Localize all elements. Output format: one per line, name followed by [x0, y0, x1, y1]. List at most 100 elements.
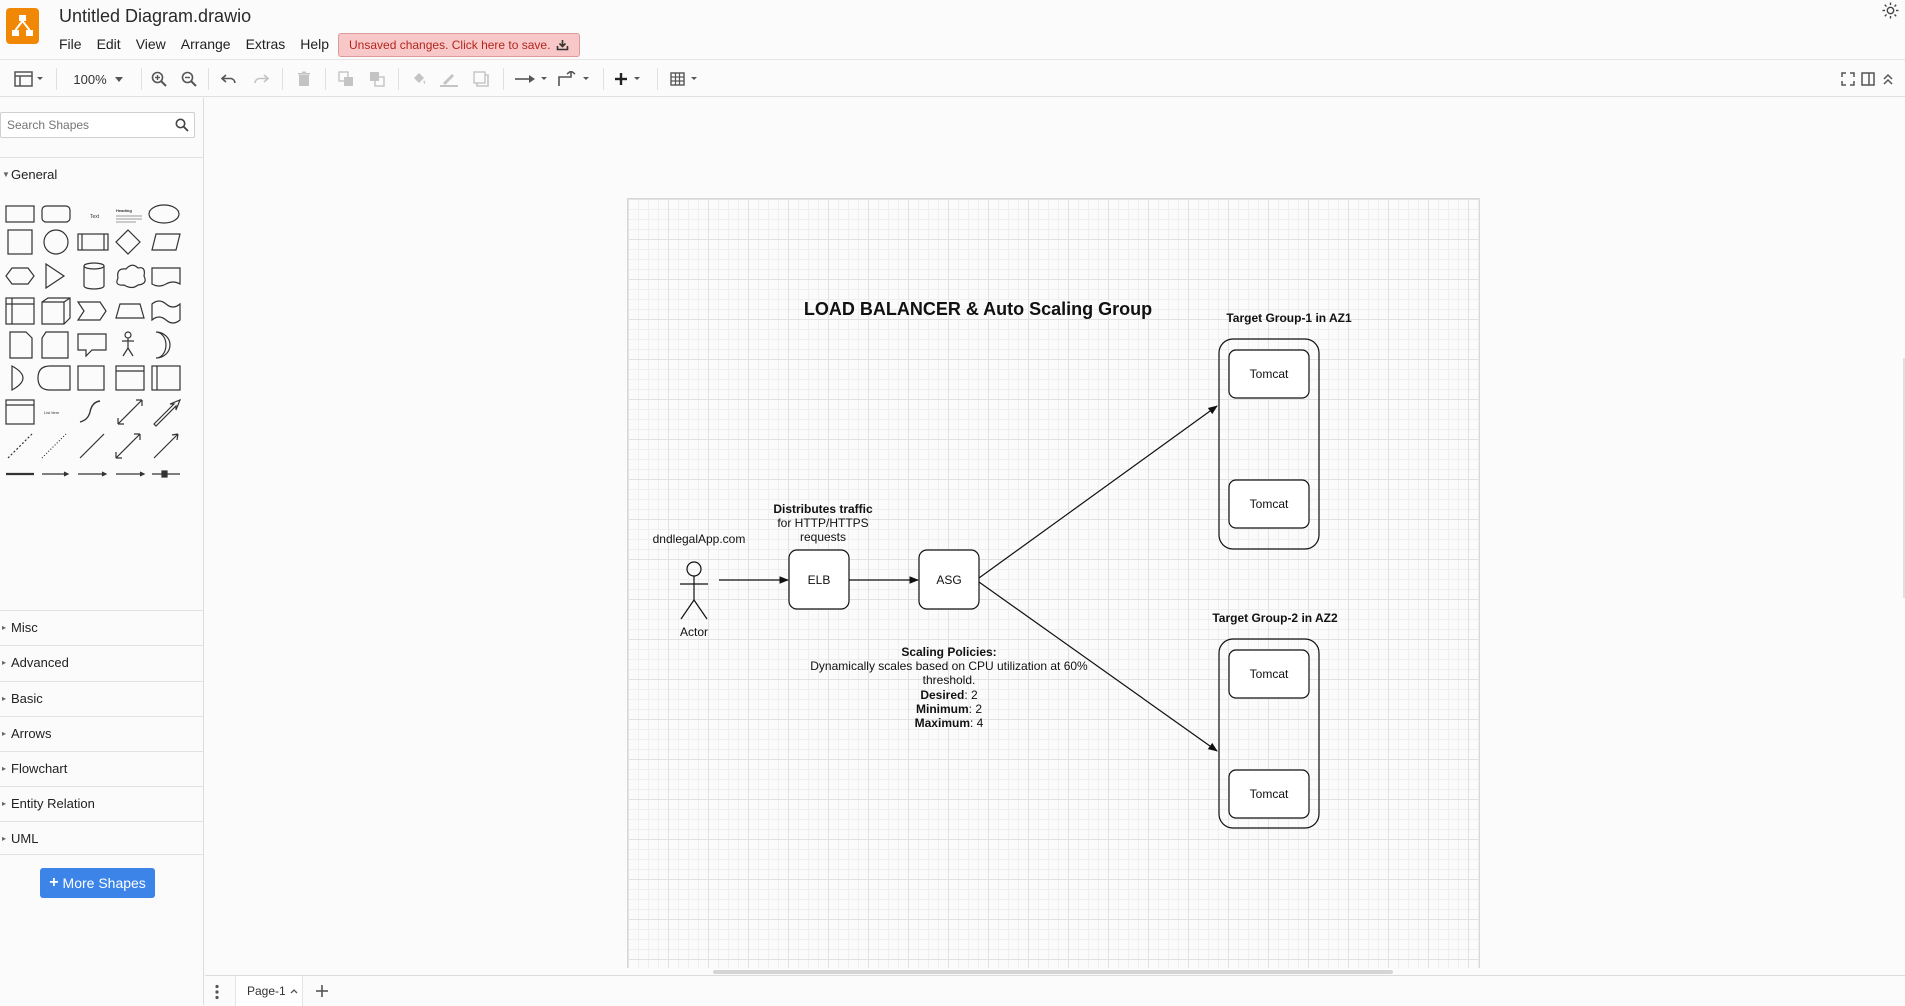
chevron-up-icon[interactable]: [290, 988, 298, 994]
caret-down-icon: ▼: [2, 170, 10, 179]
caret-right-icon: ▸: [2, 623, 7, 632]
to-back-button[interactable]: [368, 68, 386, 90]
traffic-note-line-2[interactable]: for HTTP/HTTPS: [777, 516, 868, 530]
traffic-note-line-3[interactable]: requests: [800, 530, 846, 544]
shape-directional-connector: [153, 433, 179, 459]
pencil-icon: [440, 74, 458, 87]
target-group-1[interactable]: [1218, 338, 1320, 550]
diagram-drawing[interactable]: LOAD BALANCER & Auto Scaling Group Actor…: [628, 199, 1481, 969]
header: Untitled Diagram.drawio File Edit View A…: [0, 0, 1905, 59]
zoom-out-button[interactable]: [180, 68, 198, 90]
section-arrows[interactable]: ▸Arrows: [0, 716, 204, 750]
drawio-logo[interactable]: [6, 8, 39, 44]
search-shapes-input[interactable]: [1, 113, 166, 137]
download-icon: [557, 40, 569, 51]
horizontal-scrollbar[interactable]: [713, 970, 1393, 974]
scaling-maximum-label: Maximum: [915, 716, 970, 730]
group2-title[interactable]: Target Group-2 in AZ2: [1212, 611, 1338, 625]
section-basic[interactable]: ▸Basic: [0, 681, 204, 715]
to-front-button[interactable]: [337, 68, 355, 90]
search-icon[interactable]: [175, 118, 189, 132]
shadow-button[interactable]: [472, 68, 490, 90]
group1-title[interactable]: Target Group-1 in AZ1: [1226, 311, 1352, 325]
section-misc[interactable]: ▸Misc: [0, 610, 204, 644]
section-flowchart[interactable]: ▸Flowchart: [0, 751, 204, 785]
diagram-title[interactable]: LOAD BALANCER & Auto Scaling Group: [804, 299, 1152, 319]
section-arrows-label: Arrows: [11, 726, 52, 741]
unsaved-changes-button[interactable]: Unsaved changes. Click here to save.: [338, 33, 581, 57]
tomcat-box-2[interactable]: [1228, 479, 1310, 529]
tomcat-box-3[interactable]: [1228, 649, 1310, 699]
shape-circle: [43, 229, 69, 255]
target-group-2[interactable]: [1218, 638, 1320, 829]
document-title[interactable]: Untitled Diagram.drawio: [59, 6, 252, 26]
fullscreen-button[interactable]: [1840, 68, 1856, 90]
shape-cube: [41, 297, 71, 325]
shape-dashed-line: [7, 433, 33, 459]
delete-button[interactable]: [295, 68, 313, 90]
table-button[interactable]: [670, 68, 702, 90]
elb-label: ELB: [808, 573, 831, 587]
shape-display: [37, 365, 71, 391]
asg-box[interactable]: [918, 549, 980, 610]
search-box[interactable]: [0, 112, 195, 138]
add-page-plus-icon[interactable]: [315, 984, 329, 998]
drawio-logo-icon: [12, 15, 33, 36]
shape-document: [151, 267, 181, 287]
asg-label: ASG: [936, 573, 961, 587]
collapse-toolbar-button[interactable]: [1880, 68, 1896, 90]
waypoints-button[interactable]: [557, 68, 591, 90]
menu-extras[interactable]: Extras: [245, 36, 286, 52]
zoom-in-icon: [151, 71, 167, 87]
vertical-scrollbar[interactable]: [1903, 358, 1905, 598]
table-icon: [670, 72, 697, 86]
tomcat-box-1[interactable]: [1228, 349, 1310, 399]
tomcat-box-4[interactable]: [1228, 769, 1310, 819]
menu-file[interactable]: File: [59, 36, 82, 52]
shape-dotted-line: [41, 433, 67, 459]
actor-shape[interactable]: [680, 561, 708, 620]
page-tab-1[interactable]: Page-1: [235, 976, 303, 1006]
shape-heading: Heading: [116, 208, 132, 213]
more-vertical-icon[interactable]: [215, 984, 219, 1000]
toolbar: 100%: [0, 59, 1905, 97]
section-basic-label: Basic: [11, 691, 43, 706]
edge-asg-group2[interactable]: [978, 581, 1218, 752]
connection-style-button[interactable]: [515, 68, 549, 90]
section-general[interactable]: ▼ General: [0, 157, 204, 191]
zoom-select[interactable]: 100%: [70, 68, 126, 90]
redo-button[interactable]: [252, 68, 270, 90]
to-back-icon: [370, 72, 385, 87]
section-entity-relation[interactable]: ▸Entity Relation: [0, 786, 204, 820]
scaling-desired-value: : 2: [964, 688, 978, 702]
zoom-in-button[interactable]: [150, 68, 168, 90]
diagram-canvas[interactable]: LOAD BALANCER & Auto Scaling Group Actor…: [205, 98, 1905, 974]
section-uml[interactable]: ▸UML: [0, 821, 204, 855]
scaling-minimum-label: Minimum: [916, 702, 969, 716]
traffic-note-line-1[interactable]: Distributes traffic: [773, 502, 873, 516]
insert-button[interactable]: [615, 68, 645, 90]
scaling-line-1: Dynamically scales based on CPU utilizat…: [810, 659, 1088, 673]
tomcat-label-1: Tomcat: [1250, 367, 1289, 381]
fill-color-button[interactable]: [410, 68, 428, 90]
section-advanced[interactable]: ▸Advanced: [0, 645, 204, 679]
edge-asg-group1[interactable]: [978, 405, 1218, 579]
theme-sun-icon[interactable]: [1882, 2, 1899, 19]
menu-edit[interactable]: Edit: [96, 36, 121, 52]
format-panel-toggle[interactable]: [12, 68, 46, 90]
general-shapes-palette[interactable]: Text Heading List Item: [4, 198, 184, 498]
shape-diamond: [115, 229, 141, 255]
more-shapes-button[interactable]: + More Shapes: [40, 868, 155, 898]
format-panel-button[interactable]: [1860, 68, 1876, 90]
scaling-policies-note[interactable]: Scaling Policies: Dynamically scales bas…: [810, 645, 1088, 730]
domain-label[interactable]: dndlegalApp.com: [653, 532, 746, 546]
line-color-button[interactable]: [440, 68, 458, 90]
shape-cloud: [116, 264, 146, 289]
menu-help[interactable]: Help: [300, 36, 330, 52]
diagram-page[interactable]: LOAD BALANCER & Auto Scaling Group Actor…: [627, 198, 1480, 968]
shape-list-item: List Item: [44, 410, 60, 415]
menu-arrange[interactable]: Arrange: [180, 36, 231, 52]
shape-list: [5, 399, 35, 425]
undo-button[interactable]: [220, 68, 238, 90]
menu-view[interactable]: View: [135, 36, 166, 52]
